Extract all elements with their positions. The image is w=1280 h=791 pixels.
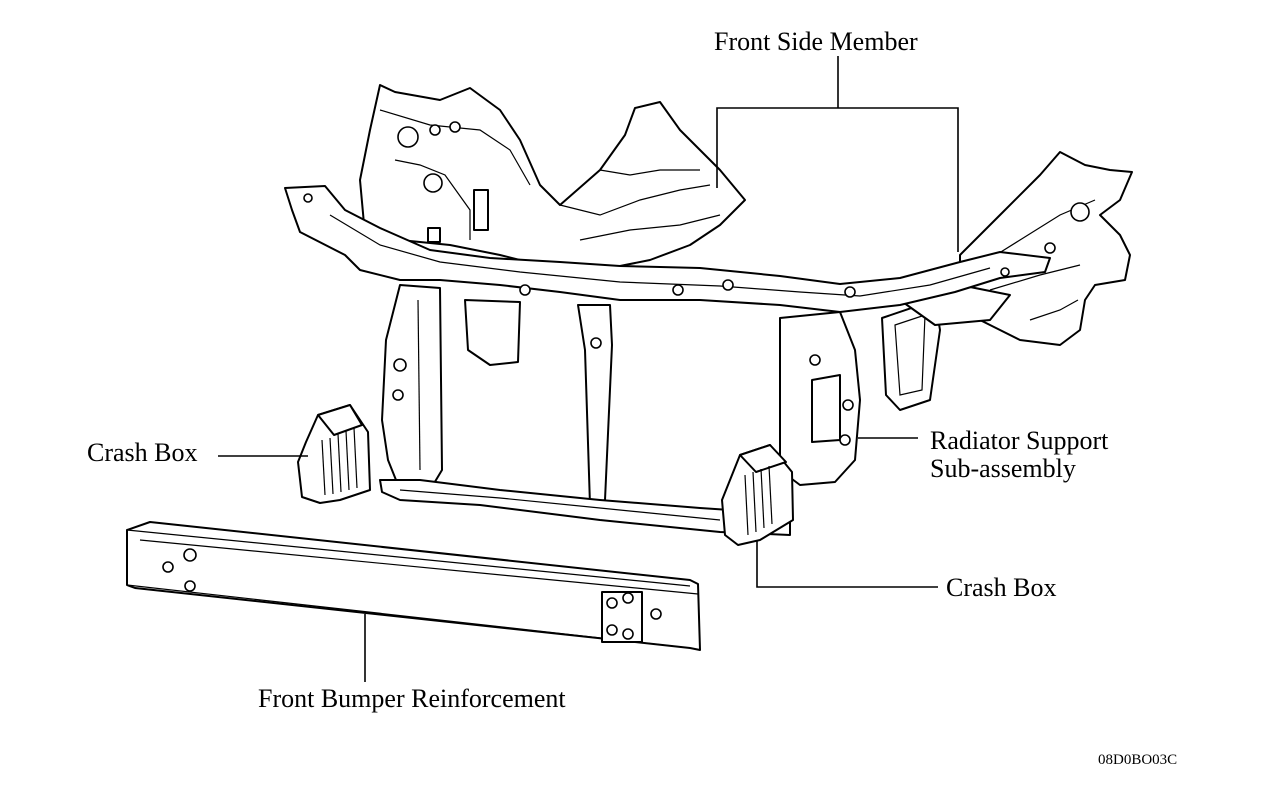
front-side-member-right — [881, 151, 1133, 411]
crash-box-right — [721, 444, 794, 546]
label-crash-box-right: Crash Box — [946, 573, 1057, 602]
figure-code: 08D0BO03C — [1098, 752, 1178, 768]
label-front-bumper-reinforcement: Front Bumper Reinforcement — [258, 684, 566, 713]
leader-crash-box-right — [756, 540, 938, 588]
front-bumper-reinforcement — [126, 521, 701, 651]
label-radiator-support-line1: Radiator Support — [930, 426, 1109, 455]
front-side-member-left — [359, 84, 746, 271]
crash-box-left — [297, 404, 371, 504]
leader-lines — [218, 56, 959, 682]
leader-front-side-member-bracket — [716, 107, 959, 252]
label-crash-box-left: Crash Box — [87, 438, 198, 467]
radiator-support-frame — [379, 284, 861, 536]
radiator-support-upper — [284, 185, 1051, 313]
label-radiator-support-line2: Sub-assembly — [930, 454, 1076, 483]
label-front-side-member: Front Side Member — [714, 27, 918, 56]
